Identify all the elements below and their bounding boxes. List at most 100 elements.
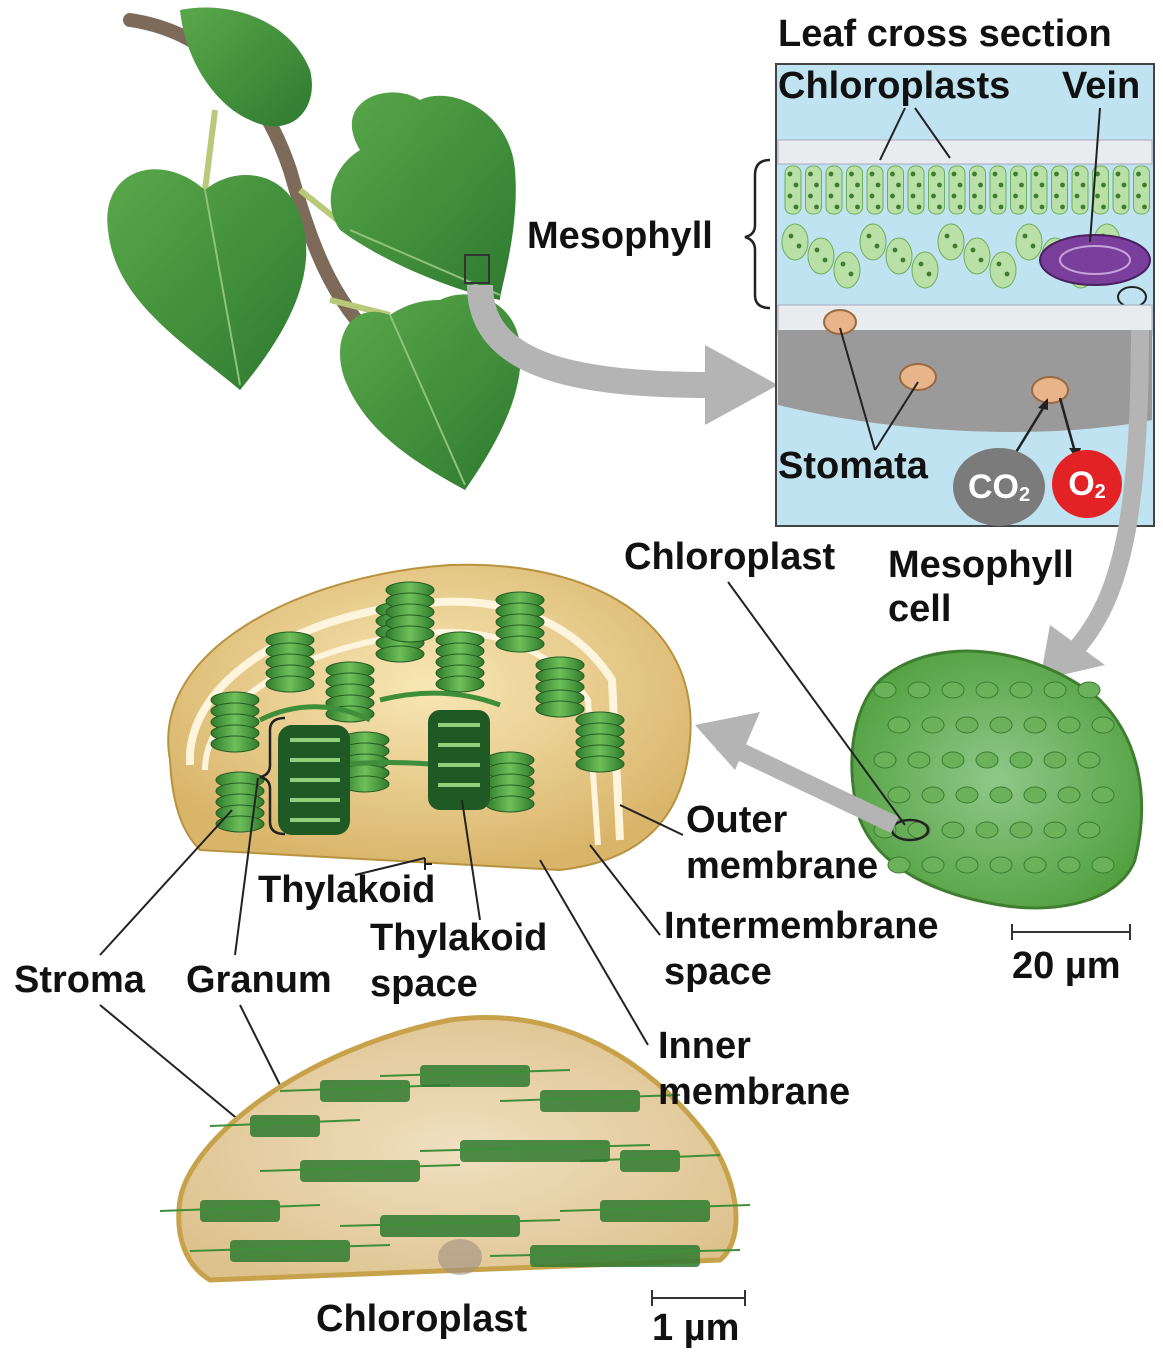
chloroplast-dot: [867, 234, 872, 239]
thylakoid-disc: [536, 701, 584, 717]
palisade-cell: [785, 166, 801, 214]
palisade-cell: [1113, 166, 1129, 214]
cell-chloroplast: [1044, 682, 1066, 698]
chloroplast-dot: [931, 194, 936, 199]
chloroplast-dot: [876, 205, 881, 210]
chloroplast-dot: [789, 234, 794, 239]
label-thylakoid: Thylakoid: [258, 868, 435, 912]
vein-bundle: [1040, 235, 1150, 285]
chloroplast-dot: [958, 183, 963, 188]
chloroplast-dot: [999, 205, 1004, 210]
palisade-cell: [970, 166, 986, 214]
chloroplast-dot: [788, 194, 793, 199]
chloroplast-dot: [890, 172, 895, 177]
chloroplast-dot: [993, 194, 998, 199]
chloroplast-dot: [849, 272, 854, 277]
chloroplast-dot: [978, 205, 983, 210]
label-chloroplast-top: Chloroplast: [624, 535, 835, 579]
chloroplast-dot: [1142, 205, 1147, 210]
label-stomata: Stomata: [778, 444, 928, 488]
chloroplast-dot: [1116, 172, 1121, 177]
chloroplast-dot: [808, 194, 813, 199]
spongy-cell: [938, 224, 964, 260]
cell-chloroplast: [908, 682, 930, 698]
o2-text: O: [1068, 465, 1094, 504]
label-chloroplast-bottom: Chloroplast: [316, 1297, 527, 1341]
cell-chloroplast: [976, 752, 998, 768]
chloroplast-dot: [1013, 194, 1018, 199]
chloroplast-dot: [876, 183, 881, 188]
chloroplast-dot: [1136, 172, 1141, 177]
micrograph-granum: [530, 1245, 700, 1267]
chloroplast-dot: [972, 172, 977, 177]
chloroplast-dot: [1034, 194, 1039, 199]
cell-chloroplast: [956, 787, 978, 803]
chloroplast-dot: [835, 205, 840, 210]
cell-chloroplast: [990, 857, 1012, 873]
cell-chloroplast: [976, 682, 998, 698]
cell-chloroplast: [1024, 717, 1046, 733]
cell-chloroplast: [874, 682, 896, 698]
micrograph-granum: [320, 1080, 410, 1102]
chloroplast-dot: [841, 262, 846, 267]
cell-chloroplast: [922, 717, 944, 733]
chloroplast-dot: [870, 194, 875, 199]
cell-chloroplast: [990, 717, 1012, 733]
label-vein: Vein: [1062, 64, 1140, 108]
chloroplast-dot: [870, 172, 875, 177]
co2-text: CO: [968, 468, 1019, 507]
palisade-cell: [990, 166, 1006, 214]
cell-chloroplast: [956, 857, 978, 873]
micrograph-granum: [540, 1090, 640, 1112]
label-thylakoid-space-line1: Thylakoid: [370, 916, 547, 960]
cell-chloroplast: [956, 717, 978, 733]
co2-bubble: CO2: [953, 448, 1045, 526]
chloroplast-dot: [1005, 272, 1010, 277]
chloroplast-dot: [927, 272, 932, 277]
chloroplast-dot: [829, 172, 834, 177]
chloroplast-dot: [1101, 205, 1106, 210]
cell-chloroplast: [942, 822, 964, 838]
chloroplast-dot: [1054, 172, 1059, 177]
cell-chloroplast: [1078, 752, 1100, 768]
label-leaf-cross-section: Leaf cross section: [778, 12, 1112, 56]
chloroplast-dot: [979, 258, 984, 263]
chloroplast-dot: [1019, 205, 1024, 210]
chloroplast-dot: [896, 205, 901, 210]
chloroplast-dot: [937, 183, 942, 188]
chloroplast-dot: [958, 205, 963, 210]
chloroplast-dot: [1054, 194, 1059, 199]
chloroplast-dot: [808, 172, 813, 177]
chloroplast-dot: [993, 172, 998, 177]
chloroplast-dot: [1136, 194, 1141, 199]
chloroplast-dot: [1019, 183, 1024, 188]
cell-chloroplast: [1078, 682, 1100, 698]
chloroplast-dot: [1075, 194, 1080, 199]
chloroplast-dot: [1081, 183, 1086, 188]
chloroplast-dot: [952, 172, 957, 177]
intermembrane-pointer: [590, 845, 660, 935]
leaf-petiole: [205, 110, 215, 190]
chloroplast-dot: [937, 205, 942, 210]
chloroplast-dot: [1034, 172, 1039, 177]
label-mesophyll-cell-line2: cell: [888, 587, 951, 631]
chloroplast-dot: [814, 205, 819, 210]
cell-chloroplast: [1058, 717, 1080, 733]
spongy-cell: [1016, 224, 1042, 260]
chloroplast-dot: [931, 172, 936, 177]
cell-chloroplast: [990, 787, 1012, 803]
chloroplast-dot: [1142, 183, 1147, 188]
chloroplast-dot: [1116, 194, 1121, 199]
chloroplast-dot: [896, 183, 901, 188]
label-inner-membrane-line2: membrane: [658, 1070, 850, 1114]
palisade-cell: [1052, 166, 1068, 214]
thylakoid-disc: [386, 626, 434, 642]
micrograph-granum: [420, 1065, 530, 1087]
chloroplast-dot: [978, 183, 983, 188]
palisade-cell: [949, 166, 965, 214]
chloroplast-dot: [1101, 183, 1106, 188]
spongy-cell: [964, 238, 990, 274]
cell-chloroplast: [1024, 857, 1046, 873]
spongy-cell: [808, 238, 834, 274]
